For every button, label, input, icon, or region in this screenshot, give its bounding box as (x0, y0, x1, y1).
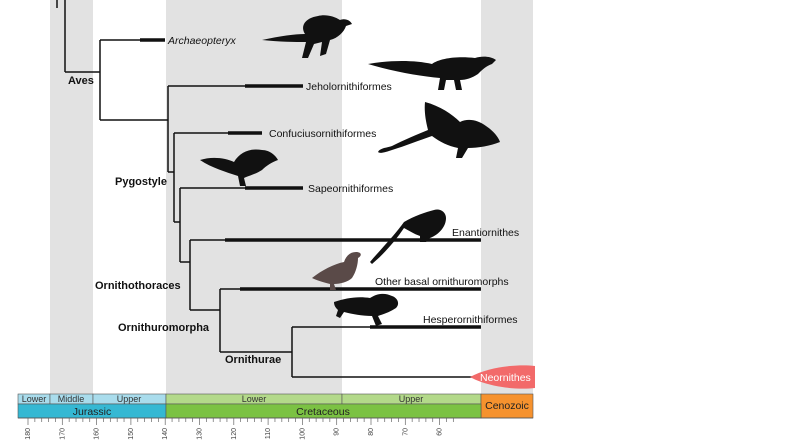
axis-tick-label: 140 (162, 428, 169, 440)
silhouette-hesperornis (334, 293, 399, 326)
period-cenozoic: Cenozoic (485, 400, 529, 412)
axis-tick-label: 170 (59, 428, 66, 440)
shade-middle-jurassic (50, 0, 93, 394)
silhouette-jeholornis (368, 56, 496, 90)
node-ornithuromorpha: Ornithuromorpha (118, 322, 210, 334)
label-archaeopteryx: Archaeopteryx (167, 35, 236, 47)
epoch-jurassic-lower: Lower (22, 394, 47, 404)
axis-tick-label: 90 (334, 428, 341, 436)
time-axis: 180 170 160 150 140 130 120 110 100 90 80 70 60 (25, 418, 454, 440)
axis-tick-label: 110 (265, 428, 272, 439)
shade-lower-cretaceous (166, 0, 342, 394)
axis-tick-label: 100 (299, 428, 306, 440)
shade-cenozoic (481, 0, 533, 394)
taxon-ranges (140, 38, 481, 329)
timescale (17, 393, 534, 419)
axis-tick-label: 150 (128, 428, 135, 440)
axis-tick-label: 80 (368, 428, 375, 436)
axis-tick-label: 130 (197, 428, 204, 440)
label-sapeornithiformes: Sapeornithiformes (308, 183, 393, 195)
label-other-basal-ornithuromorphs: Other basal ornithuromorphs (375, 276, 509, 288)
epoch-jurassic-middle: Middle (58, 394, 85, 404)
axis-tick-label: 160 (94, 428, 101, 440)
silhouette-archaeopteryx (262, 15, 352, 59)
node-aves: Aves (68, 75, 94, 87)
label-enantiornithes: Enantiornithes (452, 227, 519, 239)
silhouette-ornithuromorph (312, 252, 361, 290)
silhouette-sapeornis (200, 149, 278, 186)
label-hesperornithiformes: Hesperornithiformes (423, 314, 518, 326)
node-pygostyle: Pygostyle (115, 176, 167, 188)
axis-tick-label: 70 (402, 428, 409, 436)
label-confuciusornithiformes: Confuciusornithiformes (269, 128, 376, 140)
neornithes-range (470, 365, 535, 389)
node-ornithothoraces: Ornithothoraces (95, 280, 181, 292)
axis-tick-label: 180 (25, 428, 32, 440)
tree-branches (56, 0, 480, 378)
axis-tick-label: 60 (437, 428, 444, 436)
silhouette-confuciusornis (378, 102, 500, 158)
silhouette-enantiornithes (370, 209, 446, 264)
axis-tick-label: 120 (231, 428, 238, 440)
period-cretaceous: Cretaceous (296, 406, 350, 418)
epoch-cretaceous-upper: Upper (399, 394, 424, 404)
epoch-cretaceous-lower: Lower (242, 394, 267, 404)
node-ornithurae: Ornithurae (225, 354, 281, 366)
label-jeholornithiformes: Jeholornithiformes (306, 81, 392, 93)
label-neornithes: Neornithes (480, 372, 531, 384)
period-jurassic: Jurassic (73, 406, 112, 418)
epoch-jurassic-upper: Upper (117, 394, 142, 404)
